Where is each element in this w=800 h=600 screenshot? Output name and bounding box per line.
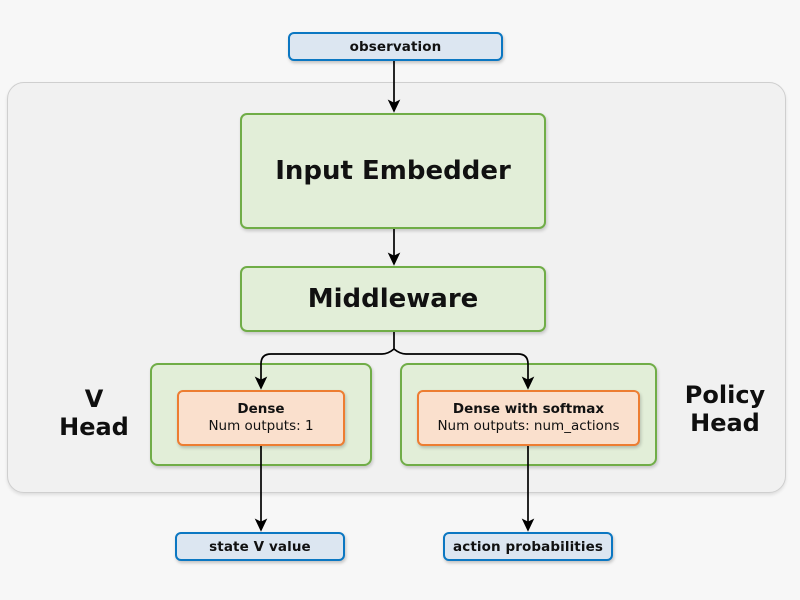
node-action-probabilities-label: action probabilities <box>453 538 603 555</box>
node-policy-head-dense-title: Dense with softmax <box>452 401 605 418</box>
label-policy-head: Policy Head <box>663 381 787 438</box>
node-action-probabilities[interactable]: action probabilities <box>443 532 613 561</box>
label-policy-head-line1: Policy <box>684 381 766 409</box>
node-input-embedder-label: Input Embedder <box>275 156 511 186</box>
node-middleware[interactable]: Middleware <box>240 266 546 332</box>
node-state-v-value[interactable]: state V value <box>175 532 345 561</box>
label-v-head-line2: Head <box>59 413 129 442</box>
node-middleware-label: Middleware <box>307 284 479 314</box>
label-v-head: V Head <box>40 385 148 442</box>
label-policy-head-line2: Head <box>690 409 760 438</box>
node-observation-label: observation <box>349 38 442 55</box>
node-input-embedder[interactable]: Input Embedder <box>240 113 546 229</box>
node-observation[interactable]: observation <box>288 32 503 61</box>
node-v-head-dense-title: Dense <box>237 401 285 418</box>
node-v-head-dense-detail: Num outputs: 1 <box>208 418 314 434</box>
node-policy-head-dense-softmax[interactable]: Dense with softmax Num outputs: num_acti… <box>417 390 640 446</box>
node-policy-head-dense-detail: Num outputs: num_actions <box>437 418 620 434</box>
node-v-head-dense[interactable]: Dense Num outputs: 1 <box>177 390 345 446</box>
node-state-v-value-label: state V value <box>209 538 311 555</box>
label-v-head-line1: V <box>84 385 104 413</box>
